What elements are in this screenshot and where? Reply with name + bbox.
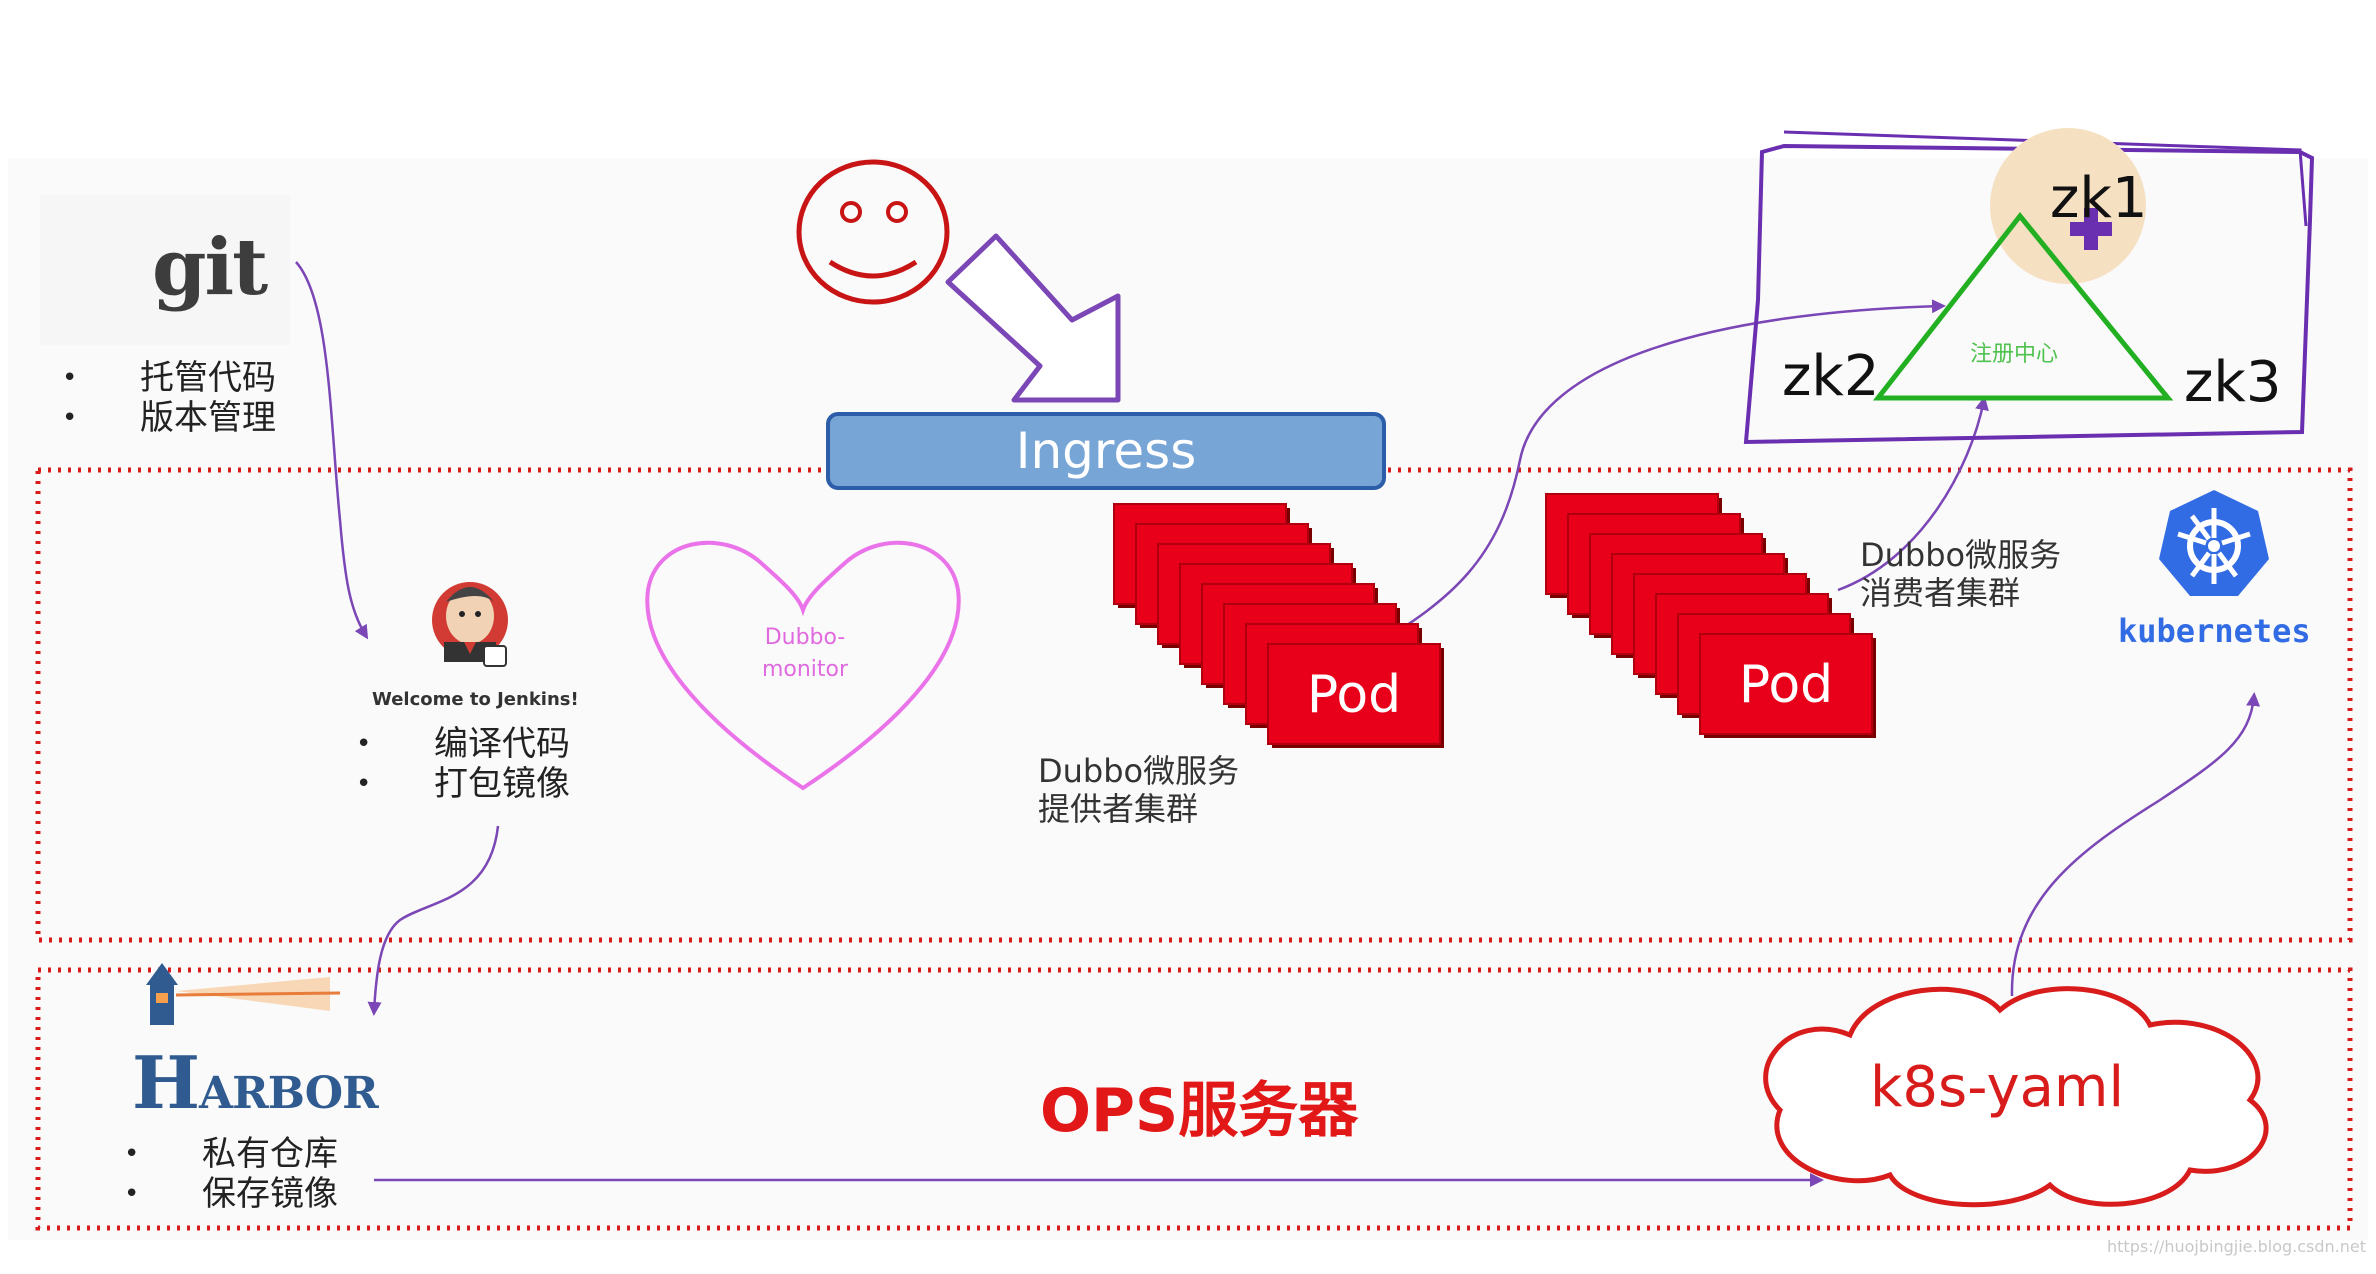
harbor-bullet-list: 私有仓库 保存镜像 [124,1134,338,1214]
zookeeper-highlight-box [1743,143,2315,445]
jenkins-bullet-list: 编译代码 打包镜像 [356,724,570,804]
harbor-logo-text: HARBOR [132,1040,379,1125]
list-item: 打包镜像 [356,764,570,804]
git-bullet-list: 托管代码 版本管理 [62,358,276,438]
yaml-cloud-label: k8s-yaml [1870,1055,2125,1120]
ops-server-title: OPS服务器 [1040,1076,1359,1146]
zk3-label: zk3 [2184,350,2282,415]
ops-server-container [35,967,2353,1231]
monitor-heart-shape [645,540,961,791]
provider-pod-stack: Pod [1113,503,1444,748]
kubernetes-label: kubernetes [2118,612,2311,650]
cursor-cross-icon [2070,208,2112,250]
pod-card: Pod [1699,633,1876,738]
jenkins-caption: Welcome to Jenkins! [372,689,579,710]
ingress-box: Ingress [826,412,1386,490]
zk1-label: zk1 [2050,166,2148,231]
consumer-subscribe-arrow [1837,396,1989,592]
monitor-label: Dubbo- monitor [755,622,855,686]
pod-label: Pod [1739,655,1833,715]
provider-caption: Dubbo微服务 提供者集群 [1038,752,1239,828]
consumer-caption-line1: Dubbo微服务 [1860,536,2062,574]
provider-register-arrow [1373,299,1946,648]
git-logo-text: git [152,222,268,313]
lighthouse-icon [146,963,341,1025]
provider-caption-line2: 提供者集群 [1038,790,1199,828]
yaml-to-kubernetes-arrow [2010,692,2261,997]
git-to-jenkins-arrow [295,261,369,640]
consumer-pod-stack: Pod [1545,493,1876,738]
pod-card: Pod [1267,643,1444,748]
monitor-label-line2: monitor [761,657,849,682]
harbor-logo-h: H [132,1040,200,1125]
jenkins-to-harbor-arrow [367,825,500,1016]
provider-caption-line1: Dubbo微服务 [1038,752,1240,790]
list-item: 版本管理 [62,398,276,438]
list-item: 私有仓库 [124,1134,338,1174]
zk1-highlight [1990,128,2146,284]
consumer-caption-line2: 消费者集群 [1860,574,2021,612]
zk2-label: zk2 [1782,344,1880,409]
smiley-face-icon [796,159,950,305]
list-item: 保存镜像 [124,1174,338,1214]
request-arrow-icon [945,233,1121,403]
git-logo-panel [40,195,290,345]
yaml-cloud-shape [1763,986,2269,1208]
registry-triangle [1872,211,2174,401]
list-item: 编译代码 [356,724,570,764]
list-item: 托管代码 [62,358,276,398]
jenkins-butler-icon [432,582,508,667]
registry-label: 注册中心 [1970,342,2059,367]
pod-label: Pod [1307,665,1401,725]
watermark: https://huojbingjie.blog.csdn.net [2107,1237,2366,1256]
consumer-caption: Dubbo微服务 消费者集群 [1860,536,2061,612]
monitor-label-line1: Dubbo- [764,625,846,650]
harbor-logo-rest: ARBOR [199,1068,379,1119]
helm-wheel-icon [2159,490,2269,596]
